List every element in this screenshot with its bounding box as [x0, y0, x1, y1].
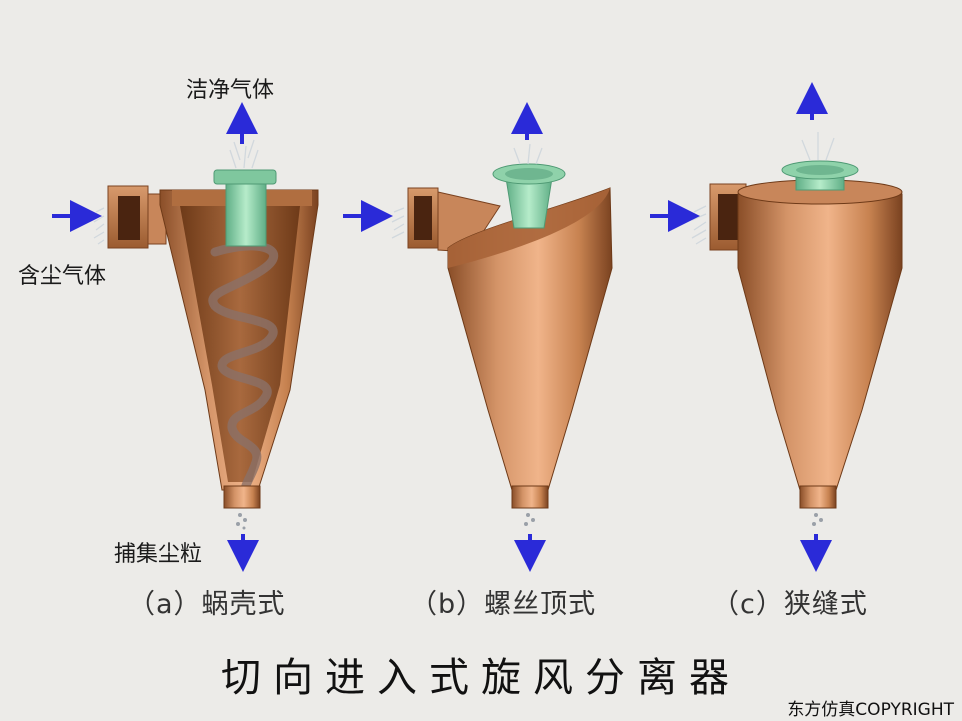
cyclone-b: [391, 143, 613, 526]
caption-b: （b）螺丝顶式: [410, 589, 597, 620]
cyclone-c: [691, 132, 903, 526]
copyright-footer: 东方仿真COPYRIGHT: [787, 700, 954, 720]
diagram-title: 切向进入式旋风分离器: [221, 655, 741, 701]
inlet-duct-a: [107, 185, 167, 249]
inlet-duct-b: [407, 187, 501, 253]
caption-a: （a）蜗壳式: [128, 589, 286, 620]
dust-spiral-a: [208, 241, 279, 501]
cyclone-a: [93, 139, 319, 530]
label-captured-dust: 捕集尘粒: [114, 542, 203, 567]
label-dusty-gas: 含尘气体: [18, 264, 107, 289]
outlet-pipe-c: [781, 160, 859, 191]
caption-c: （c）狭缝式: [712, 589, 868, 620]
outlet-pipe-b: [492, 163, 566, 229]
flow-arrows: [52, 82, 832, 572]
outlet-pipe-a: [213, 169, 277, 247]
label-clean-gas: 洁净气体: [186, 78, 275, 103]
